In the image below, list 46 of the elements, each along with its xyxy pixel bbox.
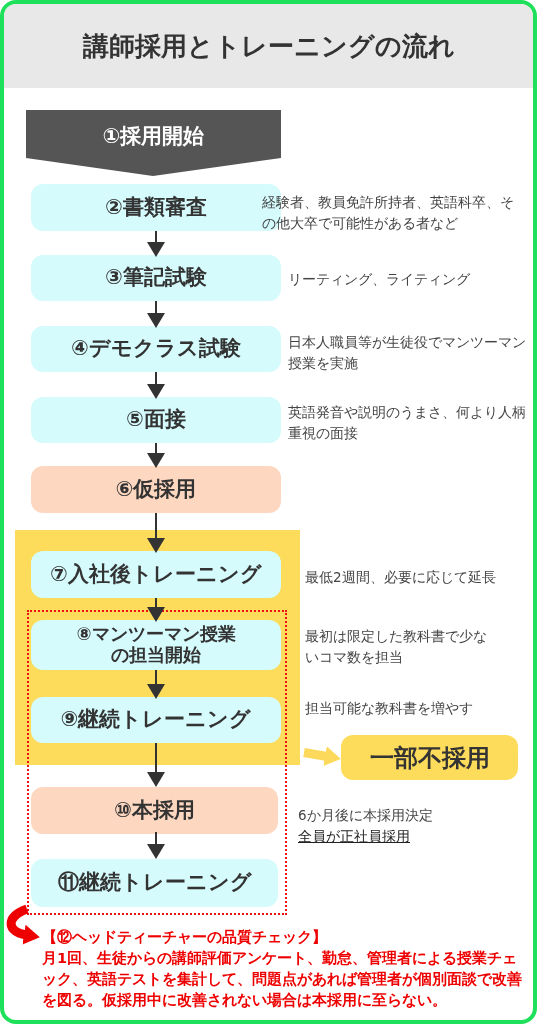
step-box (31, 859, 278, 907)
step-box (31, 466, 281, 513)
step-box (31, 620, 281, 670)
step-label: ②書類審査 (105, 193, 207, 221)
side-note: 全員が正社員採用 (298, 826, 411, 846)
result-box (341, 735, 518, 780)
step-box (31, 551, 281, 598)
side-note: 担当可能な教科書を増やす (305, 699, 474, 718)
side-note: リーティング、ライティング (288, 270, 471, 289)
step-label: ⑦入社後トレーニング (50, 560, 262, 588)
step-label: ⑧マンツーマン授業の担当開始 (75, 624, 237, 666)
step-box (31, 697, 281, 743)
note-heading: 【⑫ヘッドティーチャーの品質チェック】 (42, 928, 328, 948)
arrow (147, 512, 165, 553)
arrow (147, 742, 165, 787)
title: 講師採用とトレーニングの流れ (82, 29, 455, 63)
side-note: 英語発音や説明のうまさ、何より人柄重視の面接 (288, 403, 527, 443)
step-label: ③筆記試験 (105, 264, 207, 292)
side-note: 経験者、教員免許所持者、英語科卒、その他大卒で可能性がある者など (262, 193, 515, 233)
step-label: ⑨継続トレーニング (60, 706, 252, 734)
step-label: ⑥仮採用 (115, 475, 197, 503)
side-note: 日本人職員等が生徒役でマンツーマン授業を実施 (288, 333, 527, 373)
arrow (147, 371, 165, 399)
step-box (31, 397, 281, 443)
step-box (31, 787, 278, 834)
arrow (147, 300, 165, 328)
step-box (31, 326, 281, 372)
side-note: 6か月後に本採用決定 (298, 806, 434, 825)
arrow (303, 746, 341, 766)
arrow (147, 597, 165, 622)
arrow (147, 831, 165, 859)
side-note: 最低2週間、必要に応じて延長 (305, 568, 497, 587)
start-banner (26, 110, 281, 176)
step-label: 一部不採用 (369, 742, 490, 774)
step-label: ④デモクラス試験 (71, 335, 241, 363)
step-label: ⑤面接 (126, 406, 186, 434)
step-label: ⑪継続トレーニング (57, 869, 252, 897)
side-note: 最初は限定した教科書で少ないコマ数を担当 (305, 627, 488, 667)
arrow (6, 904, 40, 945)
step-label: ①採用開始 (102, 123, 205, 151)
arrow (147, 442, 165, 468)
step-label: ⑩本採用 (114, 796, 195, 824)
arrow (147, 669, 165, 699)
note-text: 月1回、生徒からの講師評価アンケート、勤怠、管理者による授業チェック、英語テストを集計して、問題点があれば管理者が個別面談で改善を図る。仮採用中に改善されない場合は本採用に至らない。 (42, 948, 523, 1010)
step-box (31, 255, 281, 301)
arrow (147, 230, 165, 257)
